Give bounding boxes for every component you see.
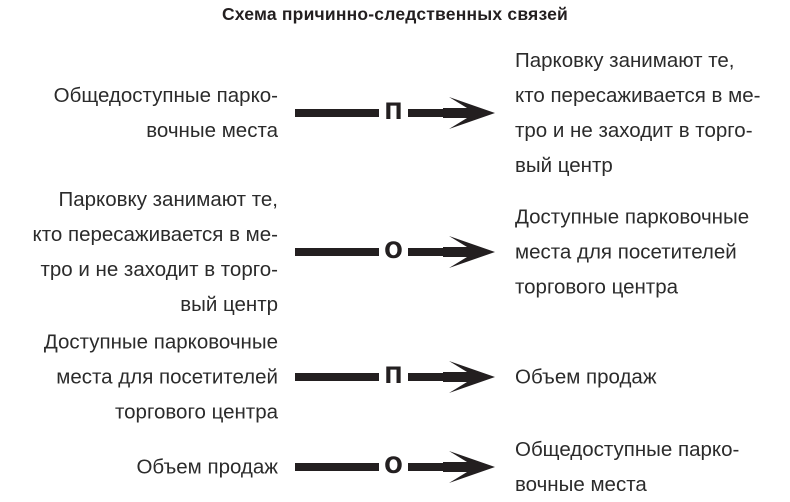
arrow-tail-bar [295, 109, 379, 117]
effect-node: Общедоступные парко- вочные места [515, 438, 740, 496]
arrow-shaft-bar [408, 248, 453, 256]
cause-node: Общедоступные парко- вочные места [53, 84, 278, 142]
arrow-tail-bar [295, 248, 379, 256]
arrowhead-icon [443, 451, 495, 483]
cause-node: Объем продаж [136, 455, 278, 479]
arrowhead-icon [443, 361, 495, 393]
arrow-shaft-bar [408, 373, 453, 381]
cause-node: Парковку занимают те, кто пересаживается… [32, 188, 278, 316]
effect-node: Парковку занимают те, кто пересаживается… [515, 49, 761, 177]
effect-node: Объем продаж [515, 365, 657, 389]
page-title: Схема причинно-следственных связей [221, 4, 569, 24]
arrowhead-icon [443, 97, 495, 129]
effect-node: Доступные парковочные места для посетите… [515, 205, 750, 299]
arrow-tail-bar [295, 463, 379, 471]
polarity-marker: П [384, 100, 403, 125]
arrow-shaft-bar [408, 109, 453, 117]
polarity-marker: П [384, 364, 403, 389]
polarity-marker: О [384, 454, 403, 479]
cause-node: Доступные парковочные места для посетите… [43, 330, 278, 424]
arrow-shaft-bar [408, 463, 453, 471]
arrow-tail-bar [295, 373, 379, 381]
arrowhead-icon [443, 236, 495, 268]
polarity-marker: О [384, 239, 403, 264]
